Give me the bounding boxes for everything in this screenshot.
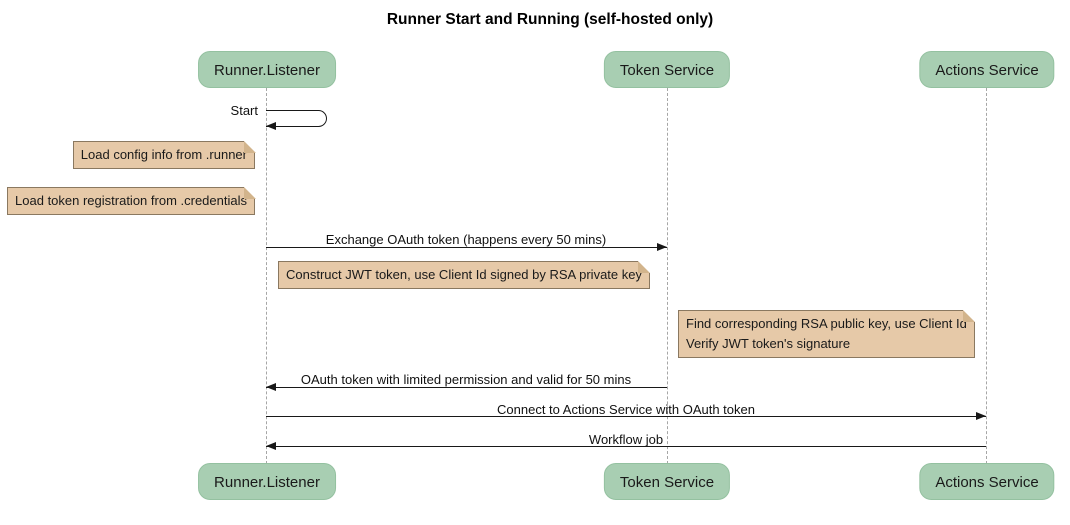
message-oauth-return-line bbox=[266, 387, 667, 388]
arrowhead-left-icon bbox=[266, 122, 276, 130]
note-verify-jwt-line2: Verify JWT token's signature bbox=[686, 336, 851, 351]
note-load-credentials: Load token registration from .credential… bbox=[7, 186, 256, 215]
message-workflow-job-label: Workflow job bbox=[588, 432, 664, 447]
lifeline-actions-service bbox=[986, 88, 987, 464]
message-connect-label: Connect to Actions Service with OAuth to… bbox=[497, 402, 755, 417]
message-connect-line bbox=[266, 416, 986, 417]
lifeline-token-service bbox=[667, 88, 668, 464]
message-start-label: Start bbox=[230, 103, 258, 118]
diagram-title: Runner Start and Running (self-hosted on… bbox=[386, 11, 714, 28]
note-load-config: Load config info from .runner bbox=[72, 140, 256, 169]
participant-actions-service-bottom: Actions Service bbox=[919, 463, 1055, 500]
lifeline-runner-listener bbox=[266, 88, 267, 464]
participant-token-service-bottom: Token Service bbox=[603, 463, 731, 500]
note-construct-jwt: Construct JWT token, use Client Id signe… bbox=[278, 260, 651, 289]
message-start-self-loop bbox=[266, 110, 327, 127]
participant-actions-service-top: Actions Service bbox=[919, 51, 1055, 88]
message-oauth-return-label: OAuth token with limited permission and … bbox=[300, 372, 632, 387]
arrowhead-right-icon bbox=[976, 412, 986, 420]
note-verify-jwt-line1: Find corresponding RSA public key, use C… bbox=[686, 316, 967, 331]
message-exchange-oauth-label: Exchange OAuth token (happens every 50 m… bbox=[325, 232, 607, 247]
arrowhead-left-icon bbox=[266, 383, 276, 391]
arrowhead-left-icon bbox=[266, 442, 276, 450]
participant-token-service-top: Token Service bbox=[603, 51, 731, 88]
message-workflow-job-line bbox=[266, 446, 986, 447]
participant-runner-listener-top: Runner.Listener bbox=[198, 51, 336, 88]
arrowhead-right-icon bbox=[657, 243, 667, 251]
note-verify-jwt: Find corresponding RSA public key, use C… bbox=[678, 309, 976, 358]
message-exchange-oauth-line bbox=[266, 247, 667, 248]
participant-runner-listener-bottom: Runner.Listener bbox=[198, 463, 336, 500]
